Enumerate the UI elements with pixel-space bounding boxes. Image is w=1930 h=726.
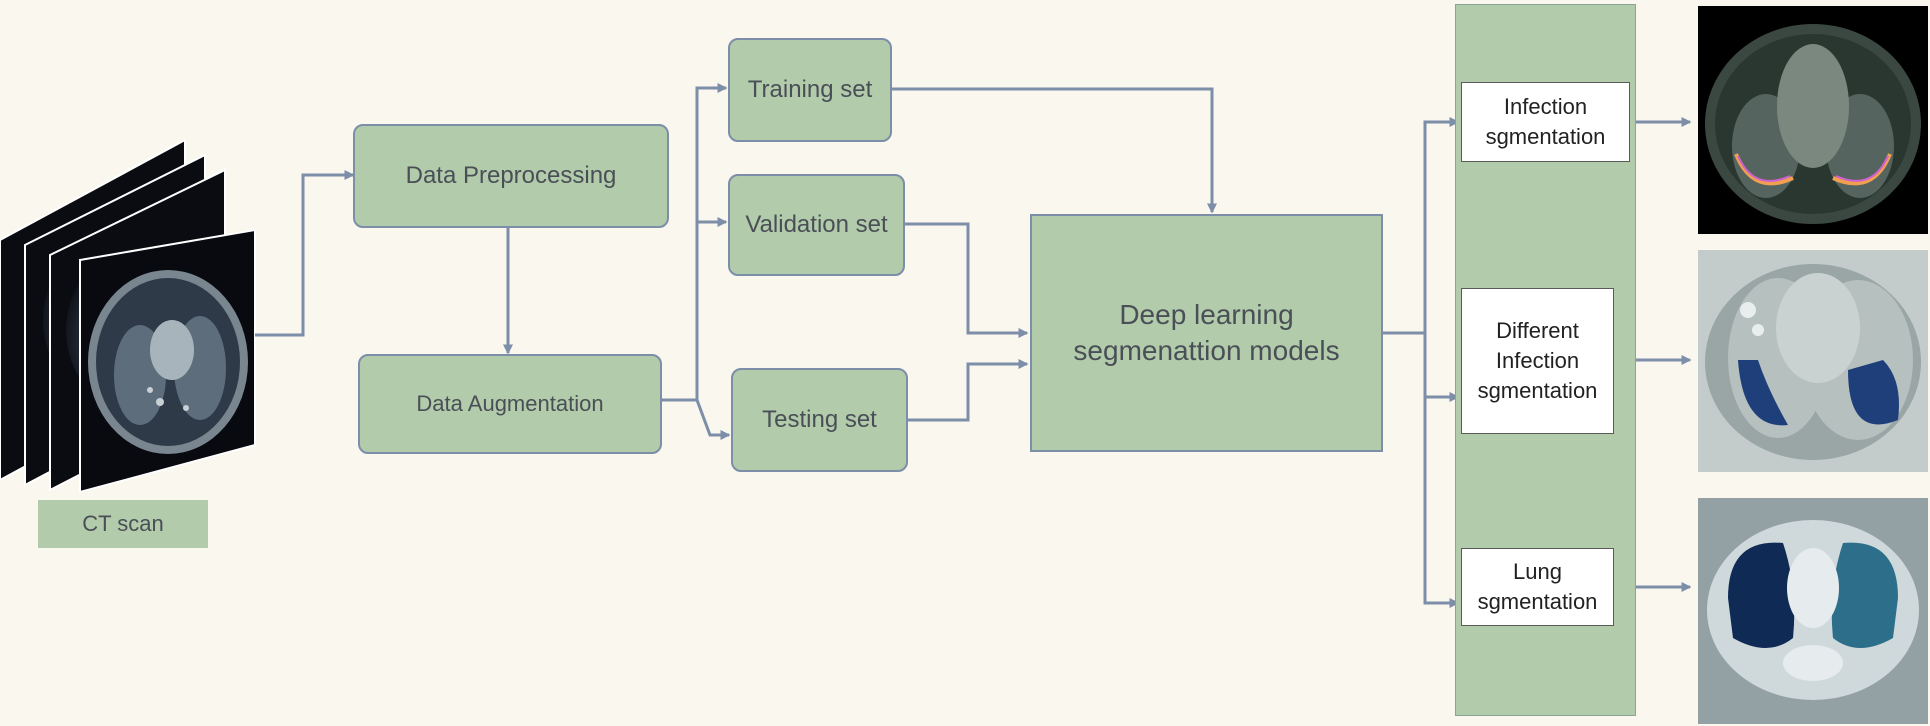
data-preprocessing-label: Data Preprocessing	[405, 162, 617, 189]
arrow-model-to-different-infection	[1423, 333, 1460, 402]
arrow-training-to-model	[892, 87, 1217, 214]
ct-slice-front	[79, 228, 256, 494]
data-preprocessing-box: Data Preprocessing	[353, 124, 669, 228]
arrow-augmentation-to-training	[662, 83, 728, 402]
arrow-validation-to-model	[905, 222, 1029, 338]
output-different-infection-segmentation: Different Infection sgmentation	[1461, 288, 1614, 434]
arrow-testing-to-model	[908, 359, 1029, 422]
arrow-model-to-infection	[1383, 117, 1460, 335]
ct-scan-label: CT scan	[38, 500, 208, 548]
testing-set-label: Testing set	[762, 406, 877, 433]
deep-learning-model-label: Deep learning segmenattion models	[1073, 298, 1340, 366]
infection-segmentation-image	[1698, 6, 1928, 234]
training-set-box: Training set	[728, 38, 892, 142]
different-infection-segmentation-image	[1698, 250, 1928, 472]
arrow-model-to-lung	[1423, 397, 1460, 608]
arrow-augmentation-to-testing	[695, 399, 731, 440]
data-augmentation-label: Data Augmentation	[416, 391, 604, 416]
validation-set-label: Validation set	[745, 211, 888, 238]
training-set-label: Training set	[747, 76, 873, 103]
arrow-ct-to-preprocessing	[255, 170, 355, 337]
testing-set-box: Testing set	[731, 368, 908, 472]
ct-scan-stack	[0, 140, 256, 494]
output-lung-segmentation: Lung sgmentation	[1461, 548, 1614, 626]
output-infection-segmentation: Infection sgmentation	[1461, 82, 1630, 162]
data-augmentation-box: Data Augmentation	[358, 354, 662, 454]
validation-set-box: Validation set	[728, 174, 905, 276]
deep-learning-model-box: Deep learning segmenattion models	[1030, 214, 1383, 452]
lung-segmentation-image	[1698, 498, 1928, 724]
